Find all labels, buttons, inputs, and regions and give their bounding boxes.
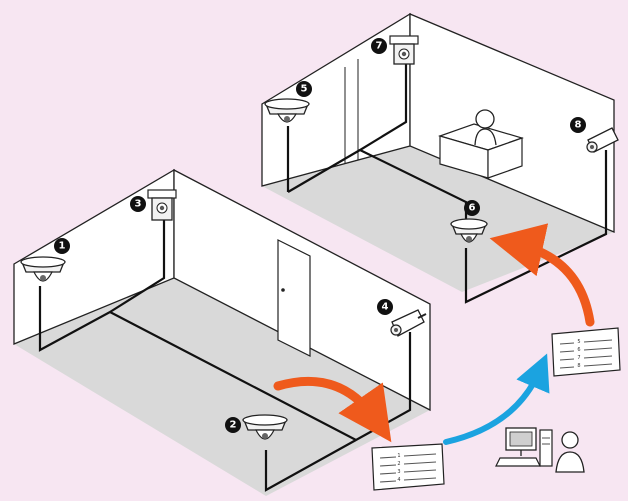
camera-marker-3: 3 <box>130 196 146 212</box>
document-icon-1: 1 2 3 4 <box>371 443 445 491</box>
camera-4 <box>390 309 427 337</box>
document-1-line-2: 2 <box>397 461 400 467</box>
orange-arrow-front <box>273 376 392 443</box>
desk-icon <box>438 123 524 179</box>
camera-number-7: 7 <box>376 41 383 52</box>
document-2-line-2: 6 <box>577 347 580 353</box>
person-icon <box>474 109 497 146</box>
camera-number-1: 1 <box>59 241 66 252</box>
orange-arrow-back <box>489 223 595 327</box>
document-2-line-1: 5 <box>577 339 580 345</box>
door-icon <box>277 239 311 357</box>
user-person-icon <box>555 431 585 473</box>
document-2-line-3: 7 <box>577 355 580 361</box>
room-front-floor <box>14 278 430 496</box>
room-back-right-wall <box>409 13 615 233</box>
camera-7 <box>389 35 419 65</box>
document-2-line-4: 8 <box>577 363 580 369</box>
computer-icon <box>495 427 553 467</box>
camera-marker-1: 1 <box>54 238 70 254</box>
document-1-line-1: 1 <box>397 453 400 459</box>
camera-marker-8: 8 <box>570 117 586 133</box>
document-1-line-3: 3 <box>397 469 400 475</box>
camera-8 <box>586 127 619 153</box>
camera-number-6: 6 <box>469 203 476 214</box>
camera-number-5: 5 <box>301 84 308 95</box>
camera-marker-7: 7 <box>371 38 387 54</box>
camera-3 <box>147 189 177 221</box>
camera-number-4: 4 <box>382 302 389 313</box>
cable-front <box>38 218 412 492</box>
blue-arrow <box>443 353 550 445</box>
camera-marker-6: 6 <box>464 200 480 216</box>
camera-marker-4: 4 <box>377 299 393 315</box>
camera-marker-2: 2 <box>225 417 241 433</box>
camera-number-8: 8 <box>575 120 582 131</box>
camera-1 <box>20 256 66 282</box>
document-1-line-4: 4 <box>397 477 400 483</box>
document-icon-2: 5 6 7 8 <box>551 327 621 377</box>
camera-6 <box>450 218 488 243</box>
camera-5 <box>264 98 310 123</box>
camera-number-3: 3 <box>135 199 142 210</box>
camera-2 <box>242 414 288 440</box>
camera-marker-5: 5 <box>296 81 312 97</box>
room-front <box>13 168 431 496</box>
camera-number-2: 2 <box>230 420 237 431</box>
